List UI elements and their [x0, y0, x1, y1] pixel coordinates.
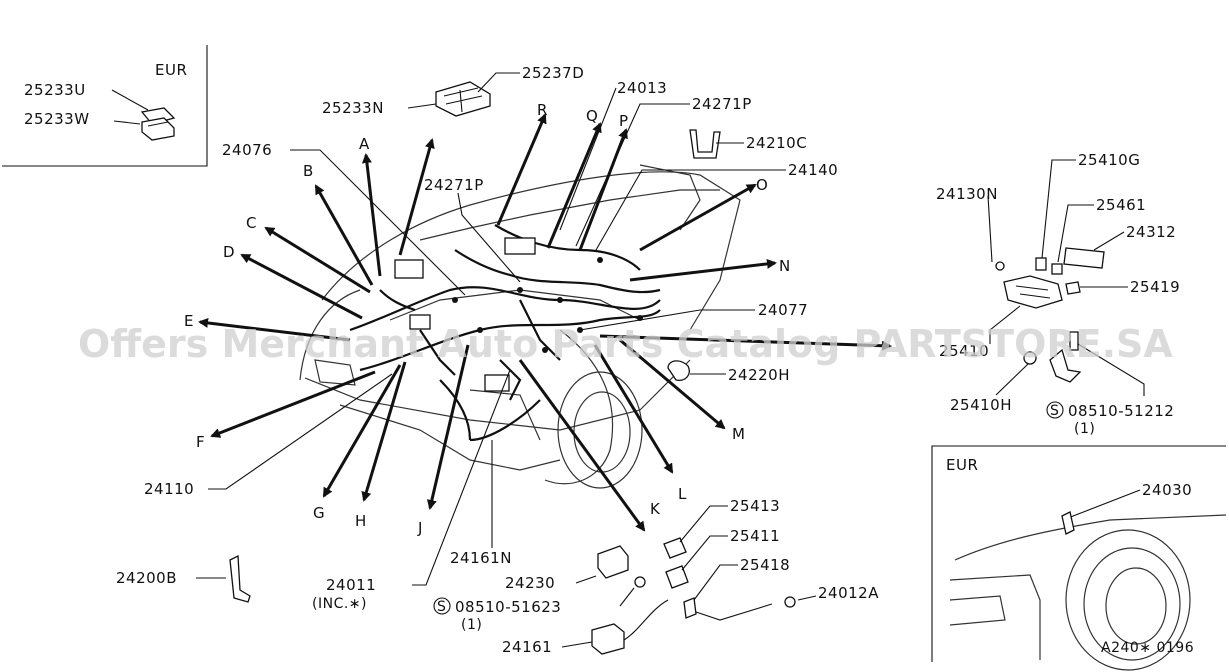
part-label-25411[interactable]: 25411: [730, 527, 780, 545]
part-label-24161[interactable]: 24161: [502, 638, 552, 656]
inset-region-label: EUR: [155, 61, 187, 79]
part-note-24011: (INC.∗): [312, 596, 367, 612]
part-labels: 25237D 25233N 24013 24271P 24210C 24076 …: [116, 64, 1180, 656]
part-label-25410[interactable]: 25410: [939, 342, 989, 360]
direction-letter-O: O: [756, 176, 768, 194]
part-label-25413[interactable]: 25413: [730, 497, 780, 515]
part-label-24271P-top[interactable]: 24271P: [692, 95, 752, 113]
part-label-25233N[interactable]: 25233N: [322, 99, 384, 117]
part-25410H-and-bolt: [1023, 331, 1082, 383]
relay-box: [394, 259, 424, 279]
direction-letter-P: P: [619, 112, 629, 130]
part-label-25233U[interactable]: 25233U: [24, 81, 86, 99]
direction-letter-A: A: [359, 135, 370, 153]
part-label-24012A[interactable]: 24012A: [818, 584, 879, 602]
part-label-24140[interactable]: 24140: [788, 161, 838, 179]
part-label-25410G[interactable]: 25410G: [1078, 151, 1140, 169]
part-24230: [597, 545, 629, 579]
module-24161: [591, 599, 669, 655]
part-label-24013[interactable]: 24013: [617, 79, 667, 97]
bulb-socket-part: [140, 107, 176, 141]
part-label-24161N[interactable]: 24161N: [450, 549, 512, 567]
direction-letter-G: G: [313, 504, 325, 522]
s-symbol-08510-51623: S: [433, 597, 451, 615]
part-label-24030[interactable]: 24030: [1142, 481, 1192, 499]
part-label-24230[interactable]: 24230: [505, 574, 555, 592]
direction-letter-J: J: [417, 519, 423, 537]
part-label-24220H[interactable]: 24220H: [728, 366, 790, 384]
watermark-text: Offers Merchant Auto Parts Catalog PARTS…: [78, 322, 1173, 366]
part-label-24077[interactable]: 24077: [758, 301, 808, 319]
s-symbol-08510-51212: S: [1046, 401, 1064, 419]
part-label-24011[interactable]: 24011: [326, 576, 376, 594]
s-symbol-letter: S: [437, 599, 446, 615]
direction-letter-R: R: [537, 101, 548, 119]
part-25418: [683, 597, 697, 619]
part-label-25237D[interactable]: 25237D: [522, 64, 584, 82]
part-label-25418[interactable]: 25418: [740, 556, 790, 574]
car-front-fender-sketch: [949, 511, 1227, 671]
part-25411: [665, 565, 689, 589]
part-25413: [663, 537, 687, 559]
s-symbol-letter: S: [1050, 403, 1059, 419]
part-label-24200B[interactable]: 24200B: [116, 569, 177, 587]
part-label-25419[interactable]: 25419: [1130, 278, 1180, 296]
inset-eur-bottom-right: EUR 24030 A240∗ 0196: [931, 445, 1227, 671]
direction-letter-D: D: [223, 243, 235, 261]
direction-letter-N: N: [779, 257, 791, 275]
part-label-08510-51623[interactable]: 08510-51623: [455, 598, 561, 616]
direction-letter-B: B: [303, 162, 314, 180]
part-label-25461[interactable]: 25461: [1096, 196, 1146, 214]
direction-letter-labels: A B C D E F G H J K L M N O P Q R: [184, 101, 791, 537]
part-label-24271P-mid[interactable]: 24271P: [424, 176, 484, 194]
part-label-24312[interactable]: 24312: [1126, 223, 1176, 241]
direction-letter-M: M: [732, 425, 745, 443]
connector-block: [504, 237, 536, 255]
screw-24012A: [784, 596, 796, 608]
wiring-harness: [349, 224, 661, 442]
inset-region-label: EUR: [946, 456, 978, 474]
bracket-24200B: [229, 554, 251, 603]
part-label-24110[interactable]: 24110: [144, 480, 194, 498]
part-25237D-25233N-graphic: [435, 81, 491, 117]
vehicle-outline: [299, 164, 741, 489]
direction-letter-H: H: [355, 512, 367, 530]
relay-bracket-25410: [995, 247, 1105, 309]
part-label-25410H[interactable]: 25410H: [950, 396, 1012, 414]
bolt-08510-51623: [634, 576, 646, 588]
direction-letter-K: K: [650, 500, 661, 518]
part-qty-08510-51623: (1): [461, 617, 482, 633]
direction-letter-Q: Q: [586, 107, 598, 125]
direction-letter-E: E: [184, 312, 194, 330]
direction-letter-C: C: [246, 214, 257, 232]
part-label-25233W[interactable]: 25233W: [24, 110, 90, 128]
direction-arrows: [198, 113, 892, 532]
clip-24220H: [667, 360, 690, 381]
bracket-24210C: [689, 129, 721, 159]
direction-letter-F: F: [196, 433, 205, 451]
part-label-24130N[interactable]: 24130N: [936, 185, 998, 203]
direction-letter-L: L: [678, 485, 687, 503]
diagram-code: A240∗ 0196: [1101, 640, 1194, 656]
part-qty-08510-51212: (1): [1074, 421, 1095, 437]
inset-eur-top-left: EUR 25233U 25233W: [2, 45, 208, 167]
leader-lines: [196, 72, 1145, 648]
part-label-24076[interactable]: 24076: [222, 141, 272, 159]
connector-block: [409, 314, 431, 330]
part-label-08510-51212[interactable]: 08510-51212: [1068, 402, 1174, 420]
part-label-24210C[interactable]: 24210C: [746, 134, 807, 152]
